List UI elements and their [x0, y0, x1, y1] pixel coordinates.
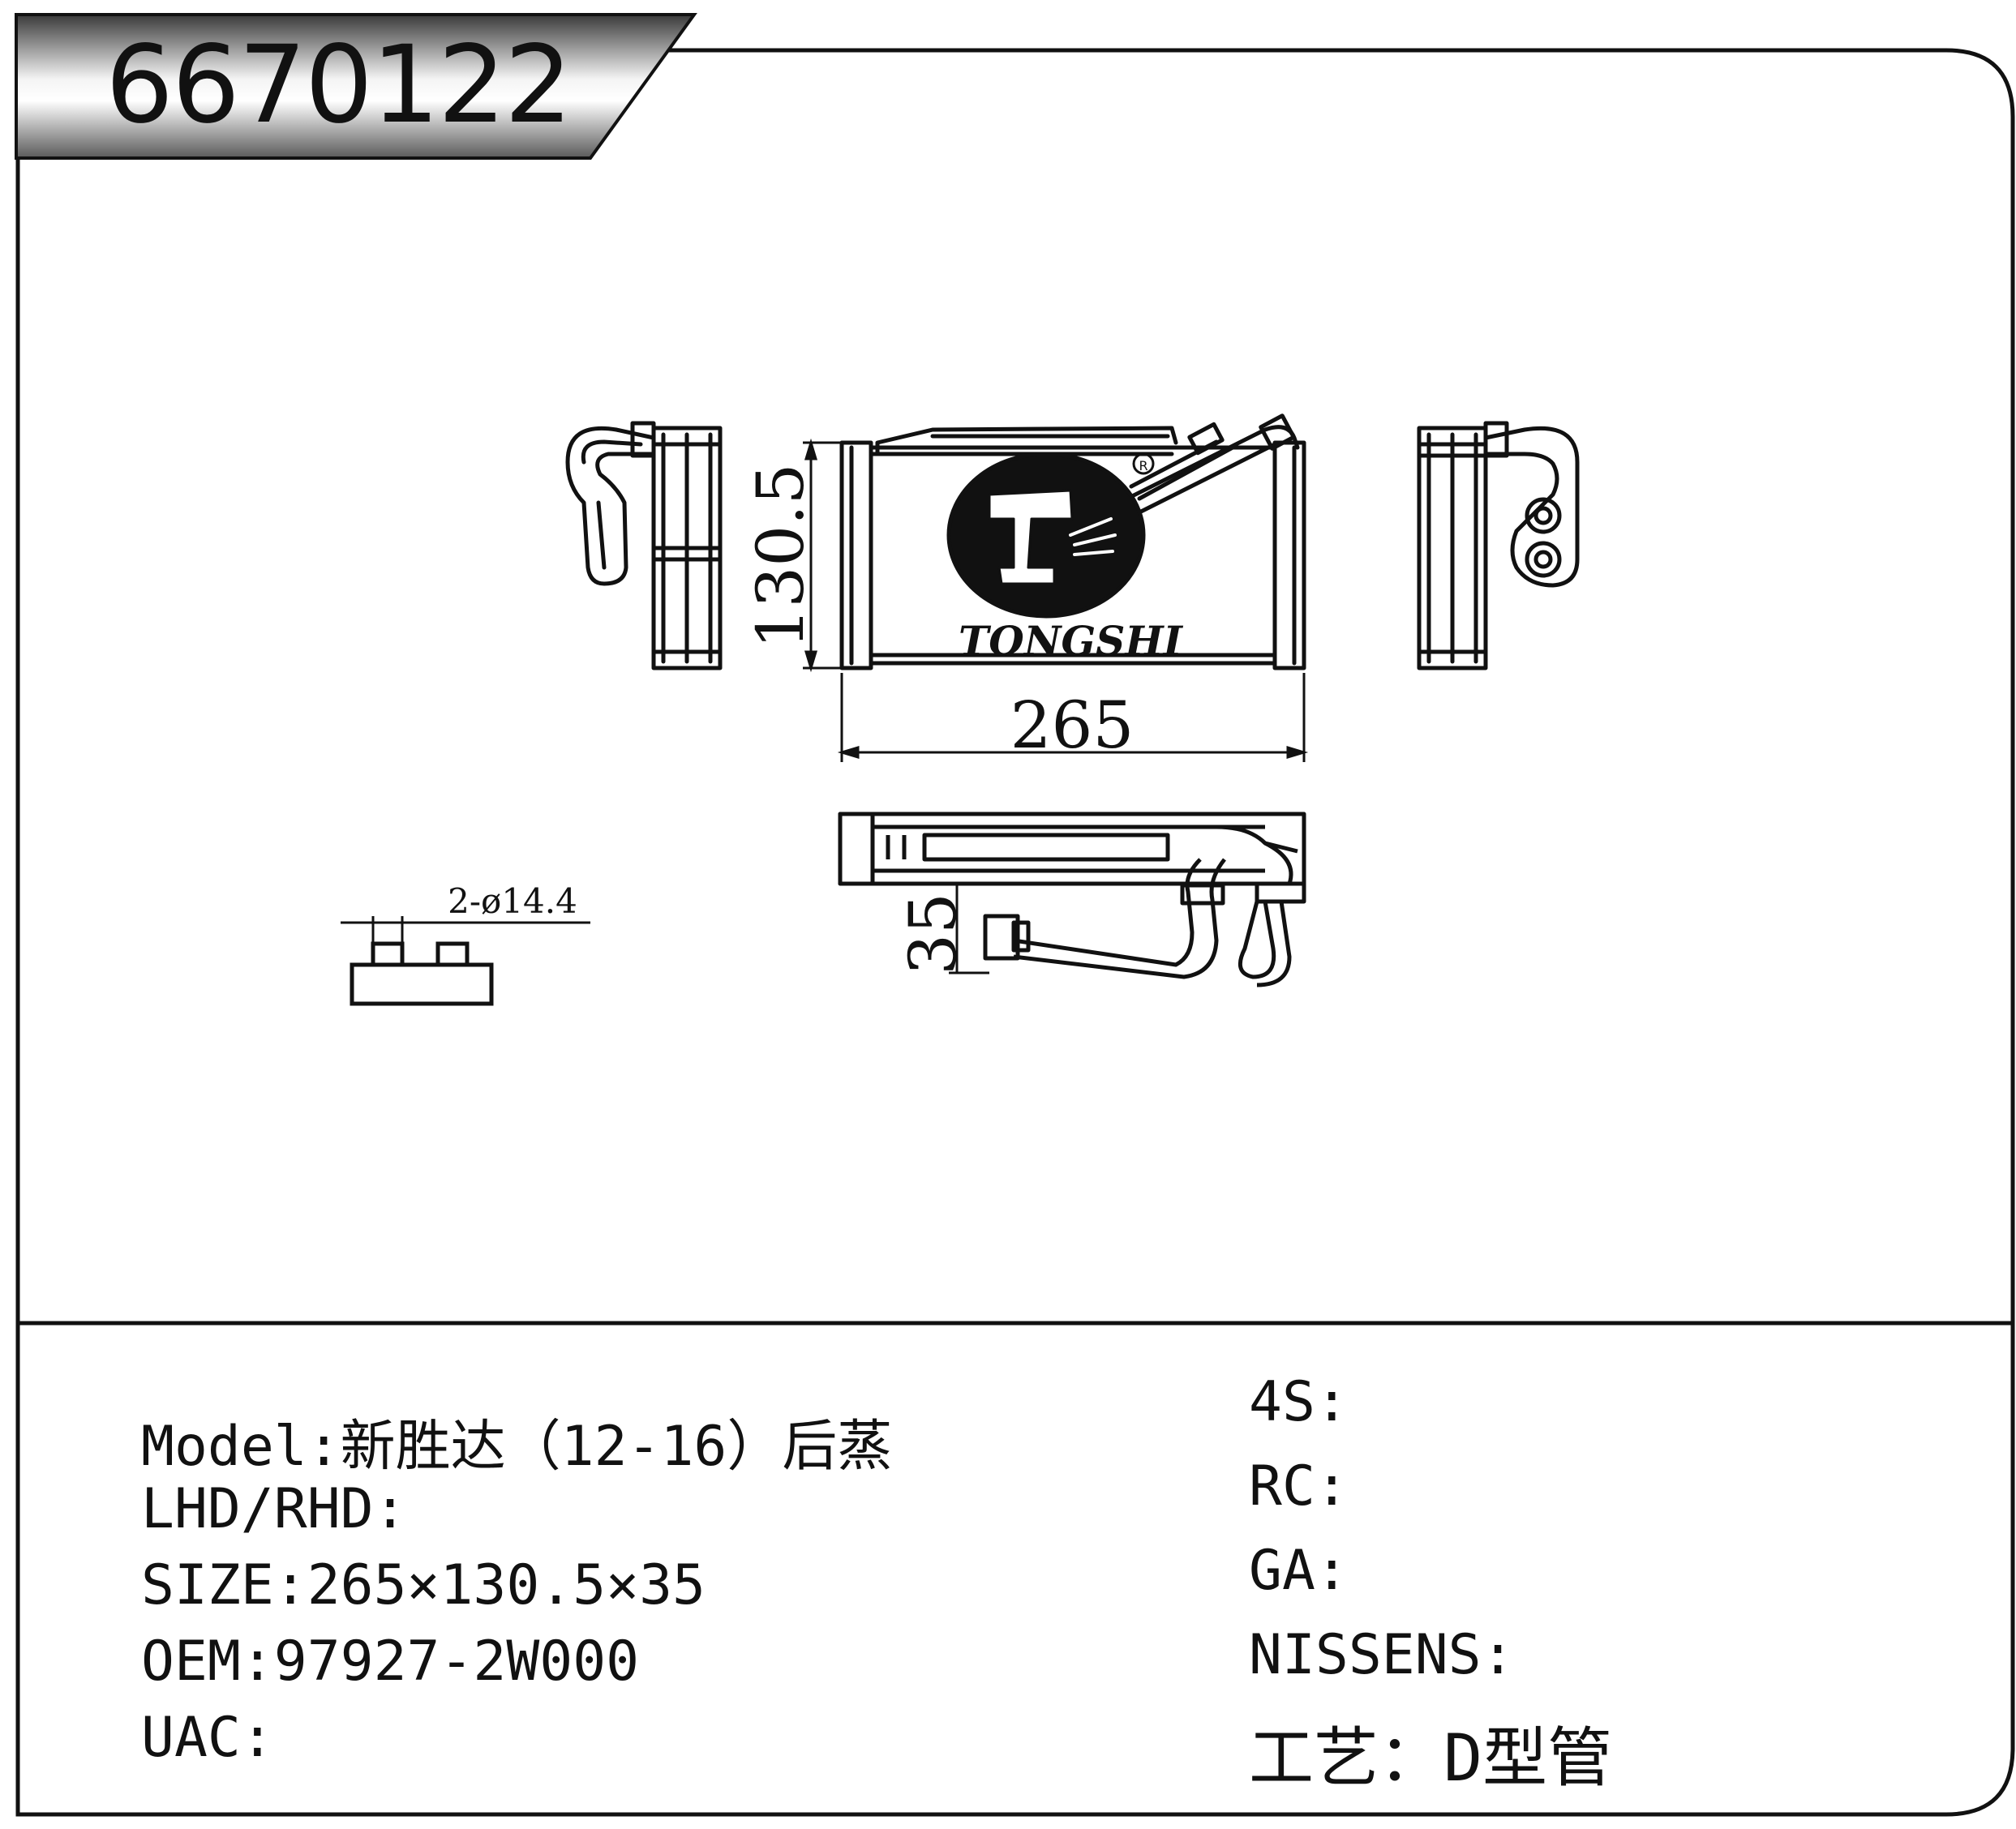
right-side-view — [1417, 421, 1580, 670]
depth-dimension — [949, 884, 989, 974]
left-side-view — [565, 421, 723, 670]
dim-pipe-label: 2-ø14.4 — [448, 881, 577, 921]
spec-label: GA: — [1249, 1539, 1349, 1603]
spec-label: NISSENS: — [1249, 1623, 1515, 1687]
spec-label: LHD/RHD: — [141, 1477, 407, 1541]
spec-label: SIZE: — [141, 1553, 307, 1617]
spec-value: D型管 — [1443, 1720, 1613, 1796]
registered-mark: R — [1139, 458, 1147, 473]
spec-size: SIZE:265×130.5×35 — [141, 1553, 706, 1617]
spec-label: 4S: — [1249, 1370, 1349, 1434]
spec-value: 265×130.5×35 — [307, 1553, 706, 1617]
spec-nissens: NISSENS: — [1249, 1623, 1515, 1687]
spec-label: RC: — [1249, 1454, 1349, 1518]
dim-height-label: 130.5 — [743, 463, 818, 649]
width-dimension — [837, 673, 1309, 762]
top-view — [838, 812, 1306, 987]
spec-label: UAC: — [141, 1706, 274, 1770]
spec-4s: 4S: — [1249, 1370, 1349, 1434]
spec-label: 工艺： — [1249, 1720, 1443, 1796]
height-dimension — [803, 438, 843, 673]
spec-ga: GA: — [1249, 1539, 1349, 1603]
dim-width-label: 265 — [1010, 687, 1135, 763]
spec-rc: RC: — [1249, 1454, 1349, 1518]
dim-depth-label: 35 — [895, 893, 971, 975]
spec-process: 工艺：D型管 — [1249, 1706, 1612, 1800]
part-number: 6670122 — [105, 23, 573, 148]
spec-model: Model:新胜达（12-16）后蒸 — [141, 1401, 892, 1481]
technical-drawing: TONGSHI R 130.5 265 — [341, 413, 1580, 1006]
spec-oem: OEM:97927-2W000 — [141, 1630, 639, 1694]
spec-uac: UAC: — [141, 1706, 274, 1770]
front-view — [839, 413, 1306, 670]
spec-value: 97927-2W000 — [273, 1630, 640, 1694]
spec-label: OEM: — [141, 1630, 274, 1694]
spec-label: Model: — [141, 1415, 341, 1479]
spec-lhd-rhd: LHD/RHD: — [141, 1477, 407, 1541]
brand-logo-text: TONGSHI — [959, 617, 1184, 665]
pipe-detail — [341, 916, 590, 1006]
header-banner — [15, 13, 697, 160]
spec-value: 新胜达（12-16）后蒸 — [340, 1415, 893, 1479]
